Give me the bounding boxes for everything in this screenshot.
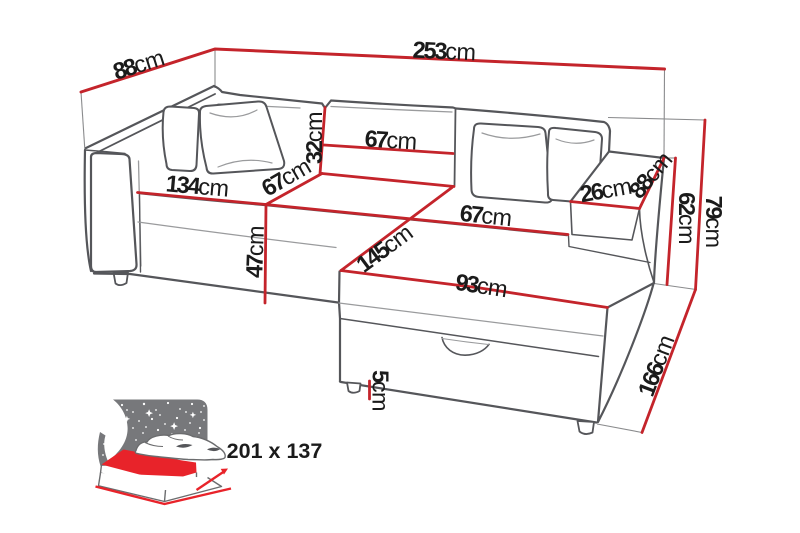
svg-text:47cm: 47cm: [241, 226, 269, 279]
svg-text:79cm: 79cm: [701, 196, 727, 248]
svg-text:67cm: 67cm: [459, 200, 513, 231]
svg-text:32cm: 32cm: [301, 112, 327, 164]
svg-text:134cm: 134cm: [165, 171, 230, 202]
svg-text:201 x 137: 201 x 137: [227, 439, 323, 463]
svg-text:93cm: 93cm: [454, 269, 509, 302]
svg-text:26cm: 26cm: [578, 173, 634, 208]
svg-text:67cm: 67cm: [364, 126, 417, 155]
svg-text:62cm: 62cm: [674, 192, 700, 244]
svg-text:253cm: 253cm: [412, 37, 476, 66]
svg-text:5cm: 5cm: [367, 370, 393, 411]
